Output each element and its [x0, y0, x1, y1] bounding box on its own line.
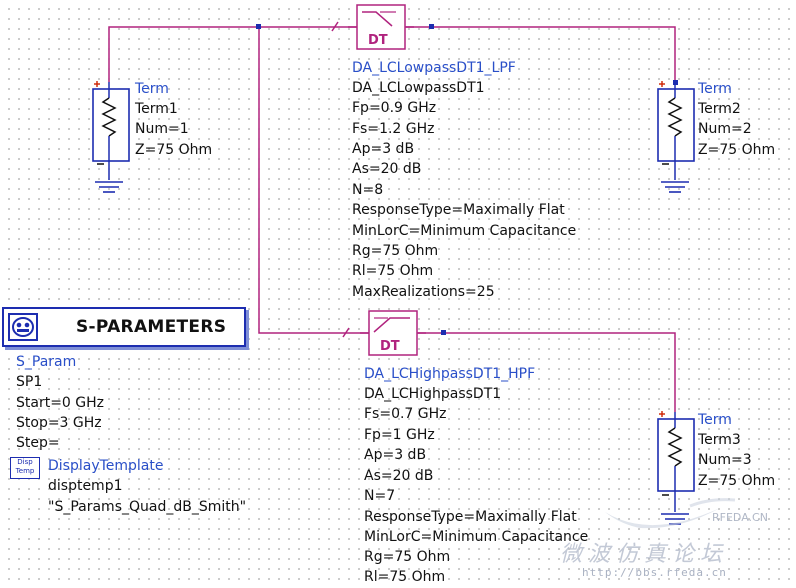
lpf-param-fs: Fs=1.2 GHz	[352, 121, 435, 137]
term3-num: Num=3	[698, 452, 752, 468]
lpf-param-as: As=20 dB	[352, 161, 422, 177]
watermark-url: http://bbs.rfeda.cn	[582, 566, 727, 579]
pin-dot	[441, 330, 446, 335]
term1-impedance: Z=75 Ohm	[135, 142, 213, 158]
hpf-param-responsetype: ResponseType=Maximally Flat	[364, 509, 577, 525]
term3-impedance: Z=75 Ohm	[698, 473, 776, 489]
hpf-param-rg: Rg=75 Ohm	[364, 549, 451, 565]
hpf-param-n: N=7	[364, 488, 396, 504]
display-template-value: "S_Params_Quad_dB_Smith"	[48, 499, 247, 515]
hpf-symbol-label: DT	[380, 339, 400, 354]
term1-num: Num=1	[135, 121, 189, 137]
sp-param-start: Start=0 GHz	[16, 395, 105, 411]
watermark-title: 微波仿真论坛	[560, 542, 729, 567]
hpf-instance-name[interactable]: DA_LCHighpassDT1_HPF	[364, 366, 536, 382]
hpf-param-fp: Fp=1 GHz	[364, 427, 435, 443]
lpf-param-rl: Rl=75 Ohm	[352, 263, 434, 279]
s-parameters-controller[interactable]: S-PARAMETERS	[2, 307, 246, 347]
term2-type: Term	[698, 81, 732, 97]
display-template-type: DisplayTemplate	[48, 458, 164, 474]
lpf-instance-name[interactable]: DA_LCLowpassDT1_LPF	[352, 60, 516, 76]
bus-slash-lpf	[331, 21, 339, 32]
term2-name: Term2	[698, 101, 741, 117]
plus-marker-term2	[659, 81, 665, 87]
hpf-param-as: As=20 dB	[364, 468, 434, 484]
term3-symbol[interactable]	[657, 412, 695, 525]
junction-dot	[256, 24, 261, 29]
term2-num: Num=2	[698, 121, 752, 137]
pin-dot	[429, 24, 434, 29]
sp-instance-name: SP1	[16, 374, 43, 390]
hpf-param-rl: Rl=75 Ohm	[364, 569, 446, 585]
term3-type: Term	[698, 412, 732, 428]
sp-param-step: Step=	[16, 435, 60, 451]
wire-lpf-to-term2[interactable]	[406, 26, 676, 82]
lpf-param-maxrealizations: MaxRealizations=25	[352, 284, 495, 300]
lpf-param-responsetype: ResponseType=Maximally Flat	[352, 202, 565, 218]
hpf-param-ap: Ap=3 dB	[364, 447, 427, 463]
display-icon-line1: Disp	[17, 458, 33, 466]
watermark-logo	[605, 498, 736, 529]
watermark-site: RFEDA.CN	[712, 511, 768, 524]
plus-marker-term1	[94, 81, 100, 87]
hpf-model: DA_LCHighpassDT1	[364, 386, 502, 402]
display-template-name: disptemp1	[48, 478, 123, 494]
display-template-icon[interactable]: Disp Temp	[10, 457, 40, 479]
wire-branch-to-hpf[interactable]	[258, 27, 369, 334]
lpf-param-minlorc: MinLorC=Minimum Capacitance	[352, 223, 577, 239]
term1-name: Term1	[135, 101, 178, 117]
sp-param-stop: Stop=3 GHz	[16, 415, 102, 431]
lpf-model: DA_LCLowpassDT1	[352, 80, 485, 96]
lpf-param-fp: Fp=0.9 GHz	[352, 100, 437, 116]
sp-instance-type: S_Param	[16, 354, 77, 370]
lpf-symbol-label: DT	[368, 33, 388, 48]
wire-term1-to-lpf[interactable]	[108, 26, 357, 82]
s-parameters-icon	[8, 313, 38, 341]
display-icon-line2: Temp	[15, 467, 35, 475]
term1-symbol[interactable]	[92, 82, 130, 193]
lpf-param-ap: Ap=3 dB	[352, 141, 415, 157]
term1-type: Term	[135, 81, 169, 97]
hpf-symbol[interactable]	[360, 310, 426, 356]
term2-impedance: Z=75 Ohm	[698, 142, 776, 158]
lpf-param-rg: Rg=75 Ohm	[352, 243, 439, 259]
s-parameters-title: S-PARAMETERS	[76, 317, 227, 337]
term3-name: Term3	[698, 432, 741, 448]
wire-hpf-to-term3[interactable]	[418, 332, 676, 412]
lpf-param-n: N=8	[352, 182, 384, 198]
plus-marker-term3	[659, 411, 665, 417]
hpf-param-minlorc: MinLorC=Minimum Capacitance	[364, 529, 589, 545]
hpf-param-fs: Fs=0.7 GHz	[364, 406, 447, 422]
bus-slash-hpf	[342, 327, 350, 338]
lpf-symbol[interactable]	[348, 4, 414, 50]
term2-symbol[interactable]	[657, 82, 695, 193]
